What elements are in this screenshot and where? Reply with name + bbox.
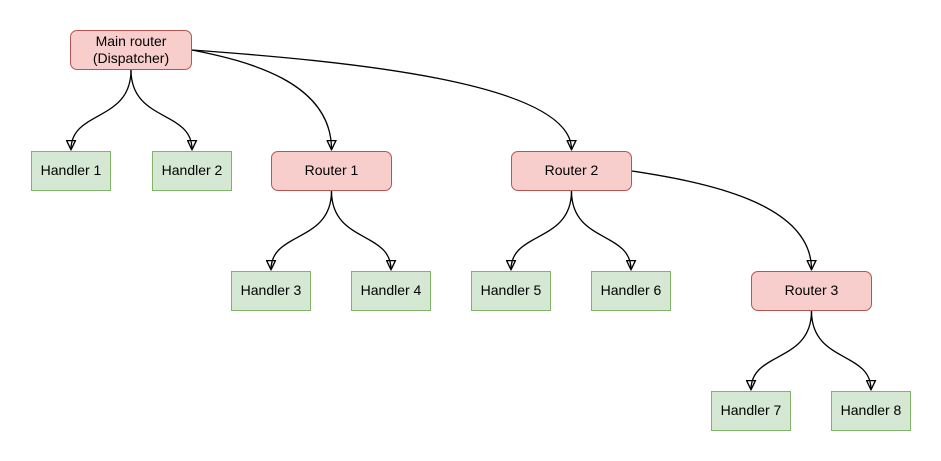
node-handler-4: Handler 4	[351, 271, 431, 311]
node-label: Main router(Dispatcher)	[92, 32, 170, 66]
node-label: Router 3	[784, 282, 839, 299]
edge-router-1-to-handler-4	[330, 190, 392, 270]
edge-router-2-to-handler-5	[511, 190, 573, 270]
node-label: Handler 7	[720, 402, 782, 419]
node-handler-3: Handler 3	[231, 271, 311, 311]
edge-main-router-to-router-1	[191, 49, 332, 150]
node-label: Handler 1	[40, 162, 102, 179]
edge-main-router-to-handler-1	[71, 69, 132, 150]
node-router-1: Router 1	[271, 151, 392, 191]
node-handler-5: Handler 5	[471, 271, 551, 311]
node-router-2: Router 2	[511, 151, 632, 191]
node-label: Handler 2	[161, 162, 223, 179]
node-label: Handler 5	[480, 282, 542, 299]
node-handler-1: Handler 1	[31, 151, 111, 191]
edge-main-router-to-router-2	[191, 49, 572, 150]
edge-router-2-to-handler-6	[570, 190, 632, 270]
node-handler-6: Handler 6	[591, 271, 671, 311]
node-main-router: Main router(Dispatcher)	[70, 30, 192, 70]
node-label: Router 1	[304, 162, 359, 179]
edge-router-1-to-handler-3	[271, 190, 333, 270]
node-handler-7: Handler 7	[711, 391, 791, 431]
node-label: Router 2	[544, 162, 599, 179]
edge-router-3-to-handler-8	[810, 310, 872, 390]
edge-router-2-to-router-3	[631, 170, 812, 270]
node-label: Handler 8	[840, 402, 902, 419]
node-router-3: Router 3	[751, 271, 872, 311]
edge-main-router-to-handler-2	[130, 69, 192, 150]
node-label: Handler 4	[360, 282, 422, 299]
node-label: Handler 3	[240, 282, 302, 299]
node-handler-8: Handler 8	[831, 391, 911, 431]
edge-router-3-to-handler-7	[751, 310, 813, 390]
node-handler-2: Handler 2	[152, 151, 232, 191]
node-label: Handler 6	[600, 282, 662, 299]
